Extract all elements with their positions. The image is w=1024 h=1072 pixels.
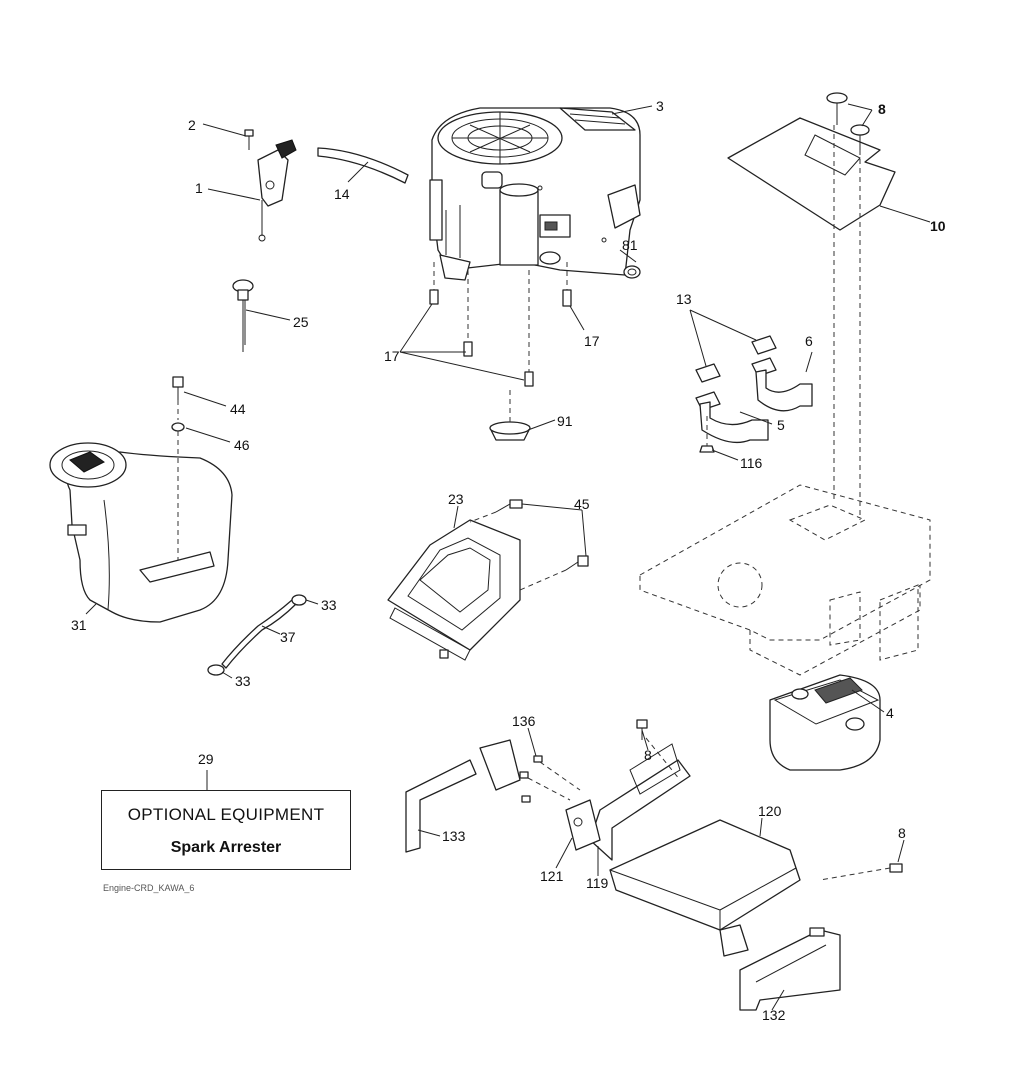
exhaust-pipe-5-part	[699, 401, 769, 444]
spark-arrester-bracket-133-part	[405, 739, 521, 853]
label-132: 132	[762, 1007, 786, 1023]
optional-equipment-box: OPTIONAL EQUIPMENT Spark Arrester	[101, 790, 351, 870]
label-33-upper: 33	[321, 597, 337, 613]
heat-shield-10-part	[727, 117, 896, 231]
fuel-hose-37-part	[221, 599, 297, 669]
label-8-right: 8	[898, 825, 906, 841]
bushing-91-part	[489, 390, 531, 441]
label-5: 5	[777, 417, 785, 433]
label-136: 136	[512, 713, 536, 729]
label-14: 14	[334, 186, 350, 202]
label-121: 121	[540, 868, 564, 884]
clamp-33-lower-part	[207, 664, 225, 676]
label-25: 25	[293, 314, 309, 330]
exhaust-pipe-6-part	[755, 369, 813, 412]
label-1: 1	[195, 180, 203, 196]
label-120: 120	[758, 803, 782, 819]
engine-part	[429, 107, 641, 281]
label-6: 6	[805, 333, 813, 349]
label-133: 133	[442, 828, 466, 844]
clamp-33-upper-part	[291, 594, 307, 606]
battery-tray-23-part	[387, 519, 521, 661]
label-17-left: 17	[384, 348, 400, 364]
label-8-middle: 8	[644, 747, 652, 763]
optional-equipment-title: OPTIONAL EQUIPMENT	[127, 805, 325, 824]
washer-46-part	[171, 400, 185, 560]
throttle-control-part	[257, 139, 297, 242]
label-91: 91	[557, 413, 573, 429]
bracket-121-part	[565, 799, 601, 851]
bolt-44-part	[172, 376, 184, 400]
label-3: 3	[656, 98, 664, 114]
label-46: 46	[234, 437, 250, 453]
label-44: 44	[230, 401, 246, 417]
label-8-top: 8	[878, 101, 886, 117]
muffler-4-part	[769, 674, 881, 771]
mounting-bracket-120-part	[609, 819, 801, 957]
diagram-caption: Engine-CRD_KAWA_6	[103, 883, 195, 893]
spark-arrester-subtitle: Spark Arrester	[170, 839, 282, 856]
bolts-136-part	[519, 755, 581, 803]
bolts-45-part	[469, 499, 589, 591]
nut-116-part	[699, 416, 715, 453]
label-13: 13	[676, 291, 692, 307]
label-116: 116	[740, 455, 763, 471]
screws-8-part	[826, 92, 870, 520]
spark-arrester-screen-132-part	[739, 927, 841, 1011]
screw-2-part	[244, 129, 254, 150]
label-2: 2	[188, 117, 196, 133]
label-81: 81	[622, 237, 638, 253]
label-33-lower: 33	[235, 673, 251, 689]
part-number-labels: 2 1 14 3 8 10 81 25 17 17 13 6 5 116 44 …	[71, 98, 946, 1023]
label-10: 10	[930, 218, 946, 234]
mounting-plate-part	[639, 484, 931, 676]
leader-lines	[85, 103, 931, 1011]
label-23: 23	[448, 491, 464, 507]
label-17-right: 17	[584, 333, 600, 349]
label-31: 31	[71, 617, 87, 633]
label-37: 37	[280, 629, 296, 645]
dipstick-25-part	[232, 279, 254, 352]
label-119: 119	[586, 875, 609, 891]
nut-81-part	[623, 265, 641, 279]
fuel-line-14-part	[317, 147, 409, 184]
label-4: 4	[886, 705, 894, 721]
engine-bolts-17-part	[429, 262, 572, 387]
bolt-8-right-part	[819, 863, 903, 881]
fuel-tank-31-part	[49, 442, 233, 623]
label-45: 45	[574, 496, 590, 512]
label-29: 29	[198, 751, 214, 767]
